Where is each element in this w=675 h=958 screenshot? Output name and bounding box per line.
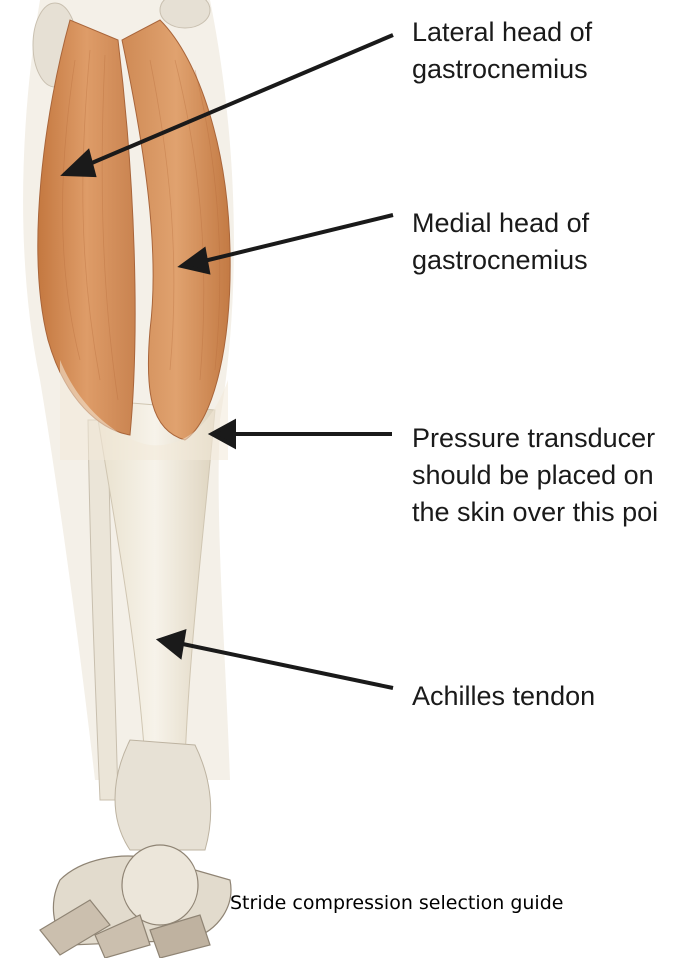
tibia-lower: [115, 740, 211, 850]
foot-bones: [40, 845, 231, 958]
label-pressure-transducer: Pressure transducer should be placed on …: [412, 420, 658, 531]
caption-stride-compression-guide: Stride compression selection guide: [230, 892, 563, 914]
label-lateral-head-of-gastrocnemius: Lateral head of gastrocnemius: [412, 14, 592, 88]
label-pressure-line-3: the skin over this poi: [412, 494, 658, 531]
label-medial-head-of-gastrocnemius: Medial head of gastrocnemius: [412, 205, 589, 279]
label-achilles-tendon: Achilles tendon: [412, 678, 595, 715]
label-pressure-line-2: should be placed on: [412, 457, 658, 494]
label-pressure-line-1: Pressure transducer: [412, 420, 658, 457]
